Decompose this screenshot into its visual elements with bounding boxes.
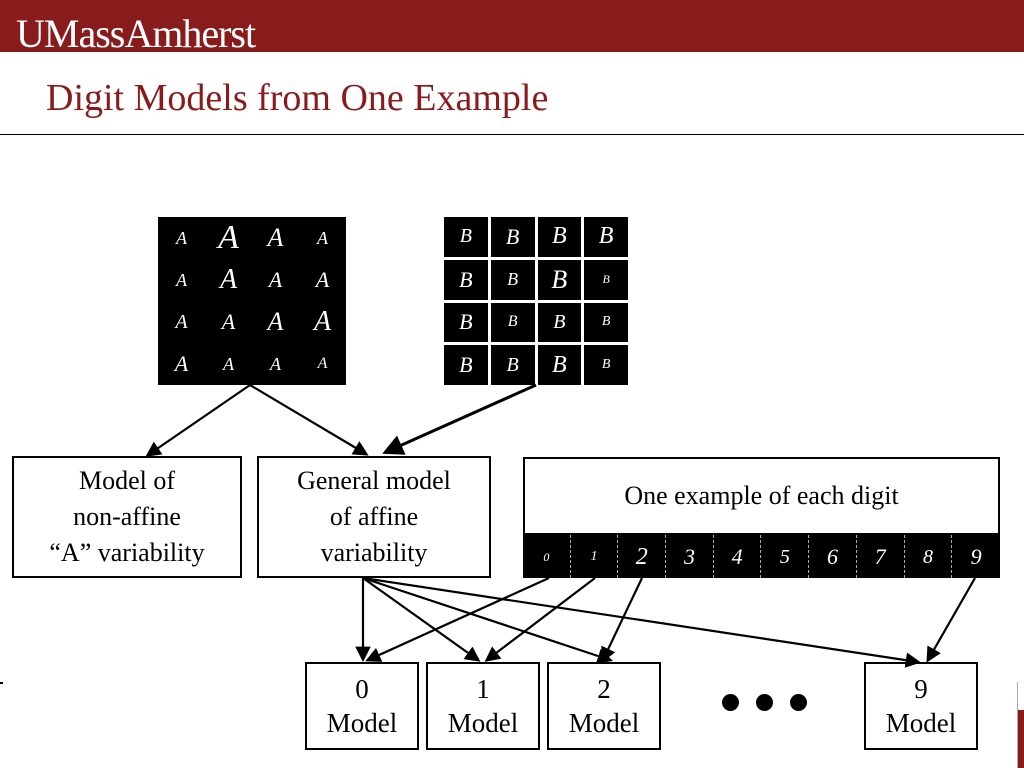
handwritten-a-sample: A [268,267,283,292]
box-line: variability [320,538,428,567]
edge-fragment [0,682,3,684]
handwritten-b-sample: B [537,259,582,300]
arrow [484,577,596,662]
handwritten-a-sample: A [221,309,236,334]
handwritten-a-sample: A [315,267,330,292]
handwritten-b-sample: B [444,217,488,257]
arrow [382,383,537,455]
digit-example: 4 [714,535,762,578]
handwritten-a-sample: A [267,307,284,336]
handwritten-b-sample: B [537,345,582,385]
edge-fragment [1017,682,1024,768]
model-label: Model [326,708,398,738]
arrow [365,576,550,662]
handwritten-b-sample: B [490,345,535,385]
handwritten-b-sample: B [537,217,582,257]
model-box-1: 1 Model [426,662,540,750]
handwritten-b-sample: B [444,345,488,385]
handwritten-b-sample: B [584,302,628,343]
digit-example: 7 [857,535,905,578]
arrow [362,577,481,662]
digit-example: 8 [905,535,953,578]
arrow [362,576,613,664]
arrow [601,577,643,663]
affine-variability-model-box: General model of affine variability [257,456,491,578]
model-number: 2 [597,674,611,704]
digit-example: 3 [666,535,714,578]
model-box-9: 9 Model [864,662,978,750]
ellipsis-dot [756,694,773,711]
box-line: General model [297,466,451,495]
box-line: non-affine [73,502,181,531]
box-line: of affine [329,502,419,531]
handwritten-a-sample: A [219,264,238,295]
model-number: 0 [355,674,369,704]
handwritten-a-sample: A [270,353,281,374]
handwritten-b-sample: B [490,217,535,257]
title-divider [0,134,1024,135]
handwritten-a-sample: A [317,227,328,248]
model-box-2: 2 Model [547,662,661,750]
model-label: Model [447,708,519,738]
digit-example: 5 [762,535,810,578]
handwritten-a-sample: A [175,310,188,333]
umass-logo: UMassAmherst [16,11,256,56]
digit-example: 1 [571,535,619,578]
arrow [362,576,922,668]
model-number: 1 [476,674,490,704]
arrow [249,384,369,456]
digit-example: 0 [523,535,571,578]
model-box-0: 0 Model [305,662,419,750]
model-label: Model [885,708,957,738]
digit-examples-title: One example of each digit [523,457,1000,535]
handwritten-a-sample: A [223,353,234,374]
handwritten-b-sample: B [444,259,488,300]
handwritten-a-sample: A [313,306,332,337]
handwritten-b-sample: B [537,302,582,343]
digit-example: 9 [970,543,982,569]
handwritten-b-sample: B [584,217,628,257]
digit-example: 6 [809,535,857,578]
handwritten-b-sample: B [444,302,488,343]
header-bar: UMassAmherst [0,0,1024,56]
ellipsis-dot [722,694,739,711]
handwritten-b-sample: B [584,259,628,300]
arrow [926,577,976,663]
model-number: 9 [914,674,928,704]
handwritten-a-sample: A [267,223,284,252]
handwritten-a-sample: A [317,355,328,372]
slide-title: Digit Models from One Example [46,77,549,119]
box-line: “A” variability [49,538,205,567]
arrow [145,384,251,457]
ellipsis-dots [722,694,812,714]
handwritten-a-sample: A [218,219,239,256]
non-affine-a-model-box: Model of non-affine “A” variability [12,456,242,578]
handwritten-b-sample: B [584,345,628,385]
handwritten-a-sample: A [174,351,189,376]
handwritten-b-sample: B [490,259,535,300]
handwritten-b-sample: B [490,302,535,343]
handwritten-a-sample: A [176,269,187,290]
ellipsis-dot [790,694,807,711]
digit-example: 2 [618,535,667,578]
handwritten-a-sample: A [176,227,187,248]
model-label: Model [568,708,640,738]
box-line: Model of [78,466,176,495]
